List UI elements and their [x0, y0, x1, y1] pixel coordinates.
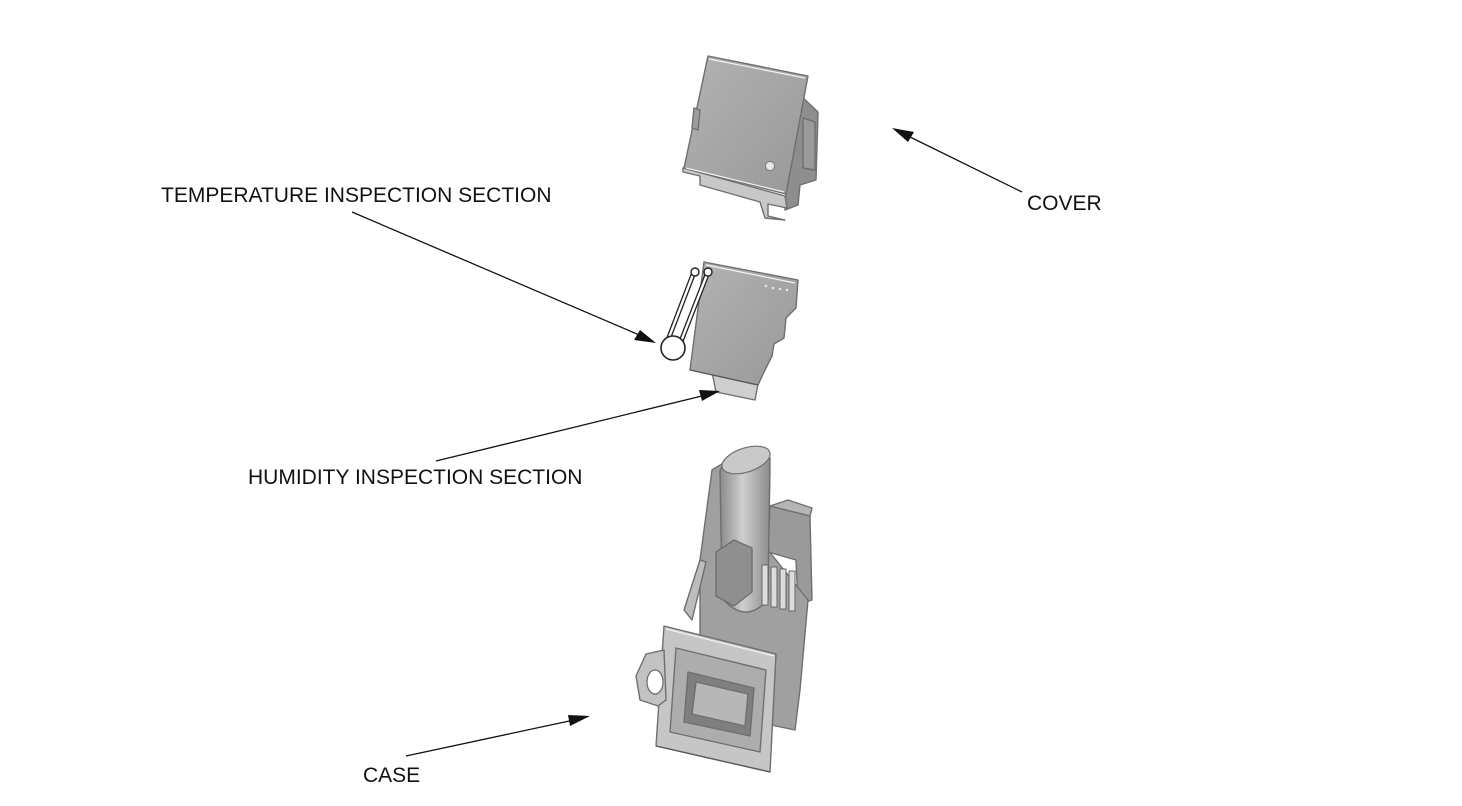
cover-label: COVER — [1027, 192, 1102, 215]
case-leader — [405, 715, 590, 757]
temperature-inspection-section-label: TEMPERATURE INSPECTION SECTION — [161, 184, 551, 207]
thermistor-bead — [660, 335, 686, 361]
humidity-inspection-section-label: HUMIDITY INSPECTION SECTION — [248, 466, 582, 489]
humidity-leader — [435, 390, 720, 462]
sensor-board-part — [660, 261, 799, 401]
case-part — [635, 445, 813, 773]
cover-part — [682, 55, 819, 221]
cover-leader — [892, 128, 1023, 193]
case-label: CASE — [363, 764, 420, 787]
connector-pins — [761, 564, 796, 612]
temperature-leader — [351, 211, 656, 343]
